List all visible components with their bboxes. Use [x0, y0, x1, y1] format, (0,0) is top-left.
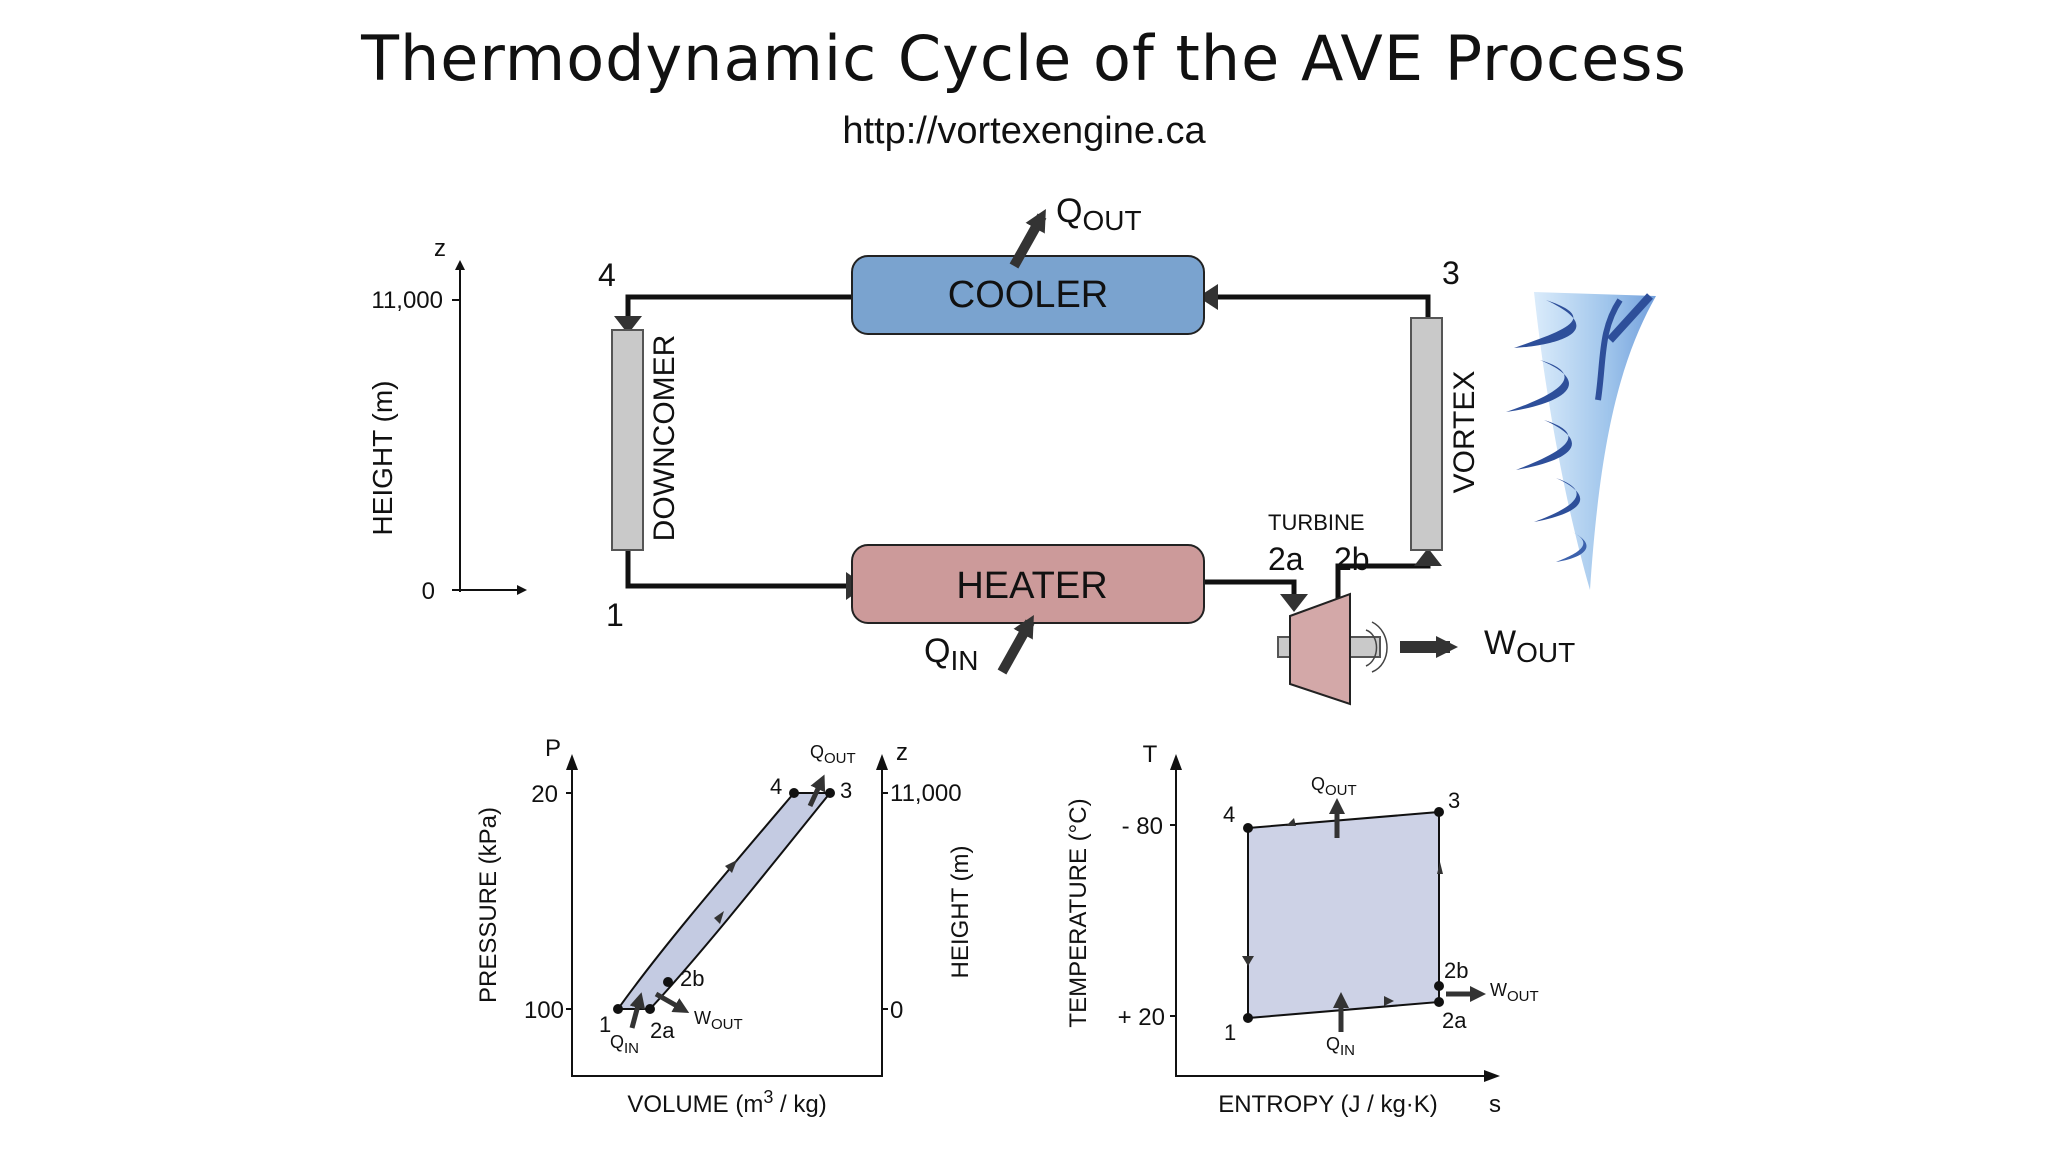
pv-y-title: PRESSURE (kPa) — [475, 807, 502, 1003]
point-3-label: 3 — [1442, 255, 1460, 291]
ts-point-2b: 2b — [1444, 958, 1468, 983]
downcomer-label: DOWNCOMER — [648, 335, 681, 542]
turbine-label: TURBINE — [1268, 510, 1365, 535]
q-out-label: QOUT — [1056, 192, 1142, 236]
pv-tick-0: 0 — [890, 997, 903, 1024]
pv-point-1: 1 — [599, 1012, 611, 1037]
pv-q-out: QOUT — [810, 742, 856, 767]
cooler-box — [851, 255, 1205, 335]
q-in-label: QIN — [924, 632, 978, 676]
pv-q-in: QIN — [610, 1032, 639, 1057]
ts-x-title: ENTROPY (J / kg·K) — [1218, 1091, 1438, 1118]
pv-point-2a: 2a — [650, 1018, 675, 1043]
ts-w-out: WOUT — [1490, 980, 1539, 1005]
height-axis: z 11,000 0 HEIGHT (m) — [367, 235, 527, 605]
turbine — [1277, 592, 1388, 706]
point-2b-label: 2b — [1334, 541, 1370, 577]
ts-s-letter: s — [1489, 1091, 1501, 1118]
vortex-label: VORTEX — [1448, 371, 1481, 494]
ts-tick-plus20: + 20 — [1118, 1004, 1165, 1031]
page-url: http://vortexengine.ca — [842, 110, 1206, 152]
point-4-label: 4 — [598, 257, 616, 293]
point-1-label: 1 — [606, 597, 624, 633]
page-title: Thermodynamic Cycle of the AVE Process — [361, 22, 1687, 95]
ts-plot: T - 80 + 20 TEMPERATURE (°C) ENTROPY (J … — [1065, 741, 1539, 1118]
point-2a-label: 2a — [1268, 541, 1304, 577]
pv-x-title: VOLUME (m3 / kg) — [627, 1087, 826, 1118]
ts-point-4: 4 — [1223, 802, 1235, 827]
cooler-inlet-arrow — [1198, 284, 1218, 310]
vortex-inlet-arrow — [1414, 548, 1442, 566]
ts-point-3: 3 — [1448, 788, 1460, 813]
pv-p-letter: P — [545, 735, 561, 762]
pv-point-3: 3 — [840, 778, 852, 803]
pv-right-title: HEIGHT (m) — [947, 846, 974, 979]
ts-q-out: QOUT — [1311, 774, 1357, 799]
pv-tick-100: 100 — [524, 997, 564, 1024]
pv-plot: P z 20 100 11,000 0 PRESSURE (kPa) HEIGH… — [475, 735, 974, 1118]
z-tick-top: 11,000 — [371, 287, 443, 314]
pv-w-out: WOUT — [694, 1008, 743, 1033]
pv-tick-20: 20 — [531, 781, 558, 808]
ts-point-2a: 2a — [1442, 1008, 1467, 1033]
ts-q-in: QIN — [1326, 1034, 1355, 1059]
vortex-graphic — [1506, 292, 1656, 590]
downcomer-column — [611, 329, 644, 551]
cooler-label: COOLER — [948, 274, 1108, 316]
z-tick-bottom: 0 — [422, 578, 435, 605]
q-in-arrow — [997, 615, 1035, 675]
downcomer-arrow — [614, 316, 642, 334]
w-out-label: WOUT — [1484, 624, 1575, 668]
ts-tick-minus80: - 80 — [1122, 813, 1163, 840]
pv-z-letter: z — [896, 739, 908, 766]
q-out-arrow — [1009, 209, 1047, 269]
turbine-inlet-arrow — [1280, 594, 1308, 612]
pv-tick-11000: 11,000 — [890, 780, 962, 807]
ts-y-title: TEMPERATURE (°C) — [1065, 798, 1092, 1027]
ts-point-1: 1 — [1224, 1020, 1236, 1045]
z-axis-letter: z — [434, 235, 446, 262]
vortex-column — [1410, 317, 1443, 551]
height-axis-title: HEIGHT (m) — [367, 380, 398, 535]
pv-point-2b: 2b — [680, 966, 704, 991]
pv-point-4: 4 — [770, 774, 782, 799]
heater-label: HEATER — [956, 565, 1107, 607]
ts-t-letter: T — [1143, 741, 1158, 768]
